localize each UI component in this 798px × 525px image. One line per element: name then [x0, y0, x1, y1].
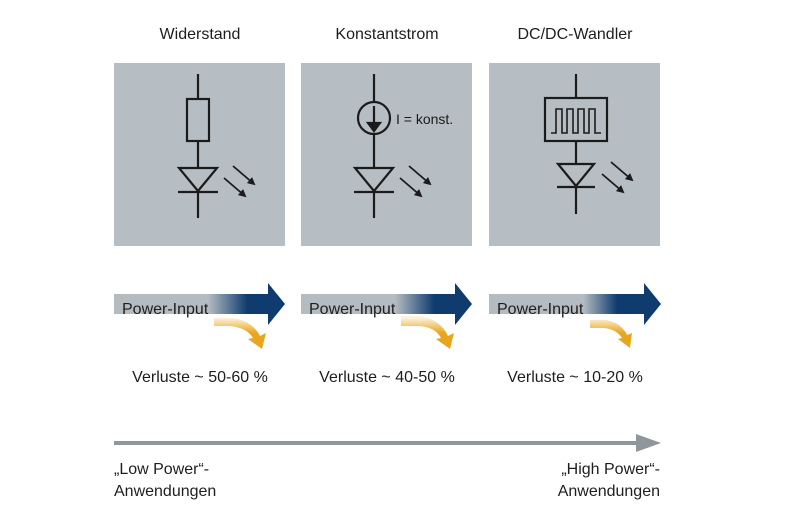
- panel-konstantstrom: [301, 63, 472, 246]
- power-arrow-1: [114, 283, 285, 325]
- loss-label-3: Verluste ~ 10-20 %: [507, 369, 643, 386]
- resistor-led-symbol: [176, 74, 220, 218]
- loss-label-2: Verluste ~ 40-50 %: [319, 369, 455, 386]
- high-power-label: „High Power“- Anwendungen: [558, 459, 660, 503]
- panel-dcdc-wandler: [489, 63, 660, 246]
- light-emission-icon: [601, 161, 634, 194]
- power-input-label-3: Power-Input: [497, 301, 584, 318]
- loss-arrow-2: [401, 316, 454, 349]
- dcdc-converter-led-symbol: [543, 74, 609, 214]
- low-power-label: „Low Power“- Anwendungen: [114, 459, 216, 503]
- power-scale-arrow: [114, 434, 661, 452]
- high-power-line-1: „High Power“-: [561, 461, 660, 478]
- power-input-label-2: Power-Input: [309, 301, 396, 318]
- title-konstantstrom: Konstantstrom: [335, 26, 439, 43]
- power-input-label-1: Power-Input: [122, 301, 209, 318]
- light-emission-icon: [399, 165, 432, 198]
- light-emission-icon: [223, 165, 256, 198]
- loss-arrow-3: [590, 320, 632, 348]
- power-arrow-3: [489, 283, 661, 325]
- title-widerstand: Widerstand: [159, 26, 241, 43]
- power-arrow-2: [301, 283, 472, 325]
- current-source-led-symbol: [352, 74, 396, 218]
- low-power-line-2: Anwendungen: [114, 483, 217, 500]
- panel-widerstand: [114, 63, 285, 246]
- high-power-line-2: Anwendungen: [557, 483, 660, 500]
- source-label: I = konst.: [396, 111, 453, 127]
- low-power-line-1: „Low Power“-: [114, 461, 210, 478]
- loss-label-1: Verluste ~ 50-60 %: [132, 369, 268, 386]
- loss-arrow-1: [214, 318, 266, 349]
- title-dcdc-wandler: DC/DC-Wandler: [517, 26, 633, 43]
